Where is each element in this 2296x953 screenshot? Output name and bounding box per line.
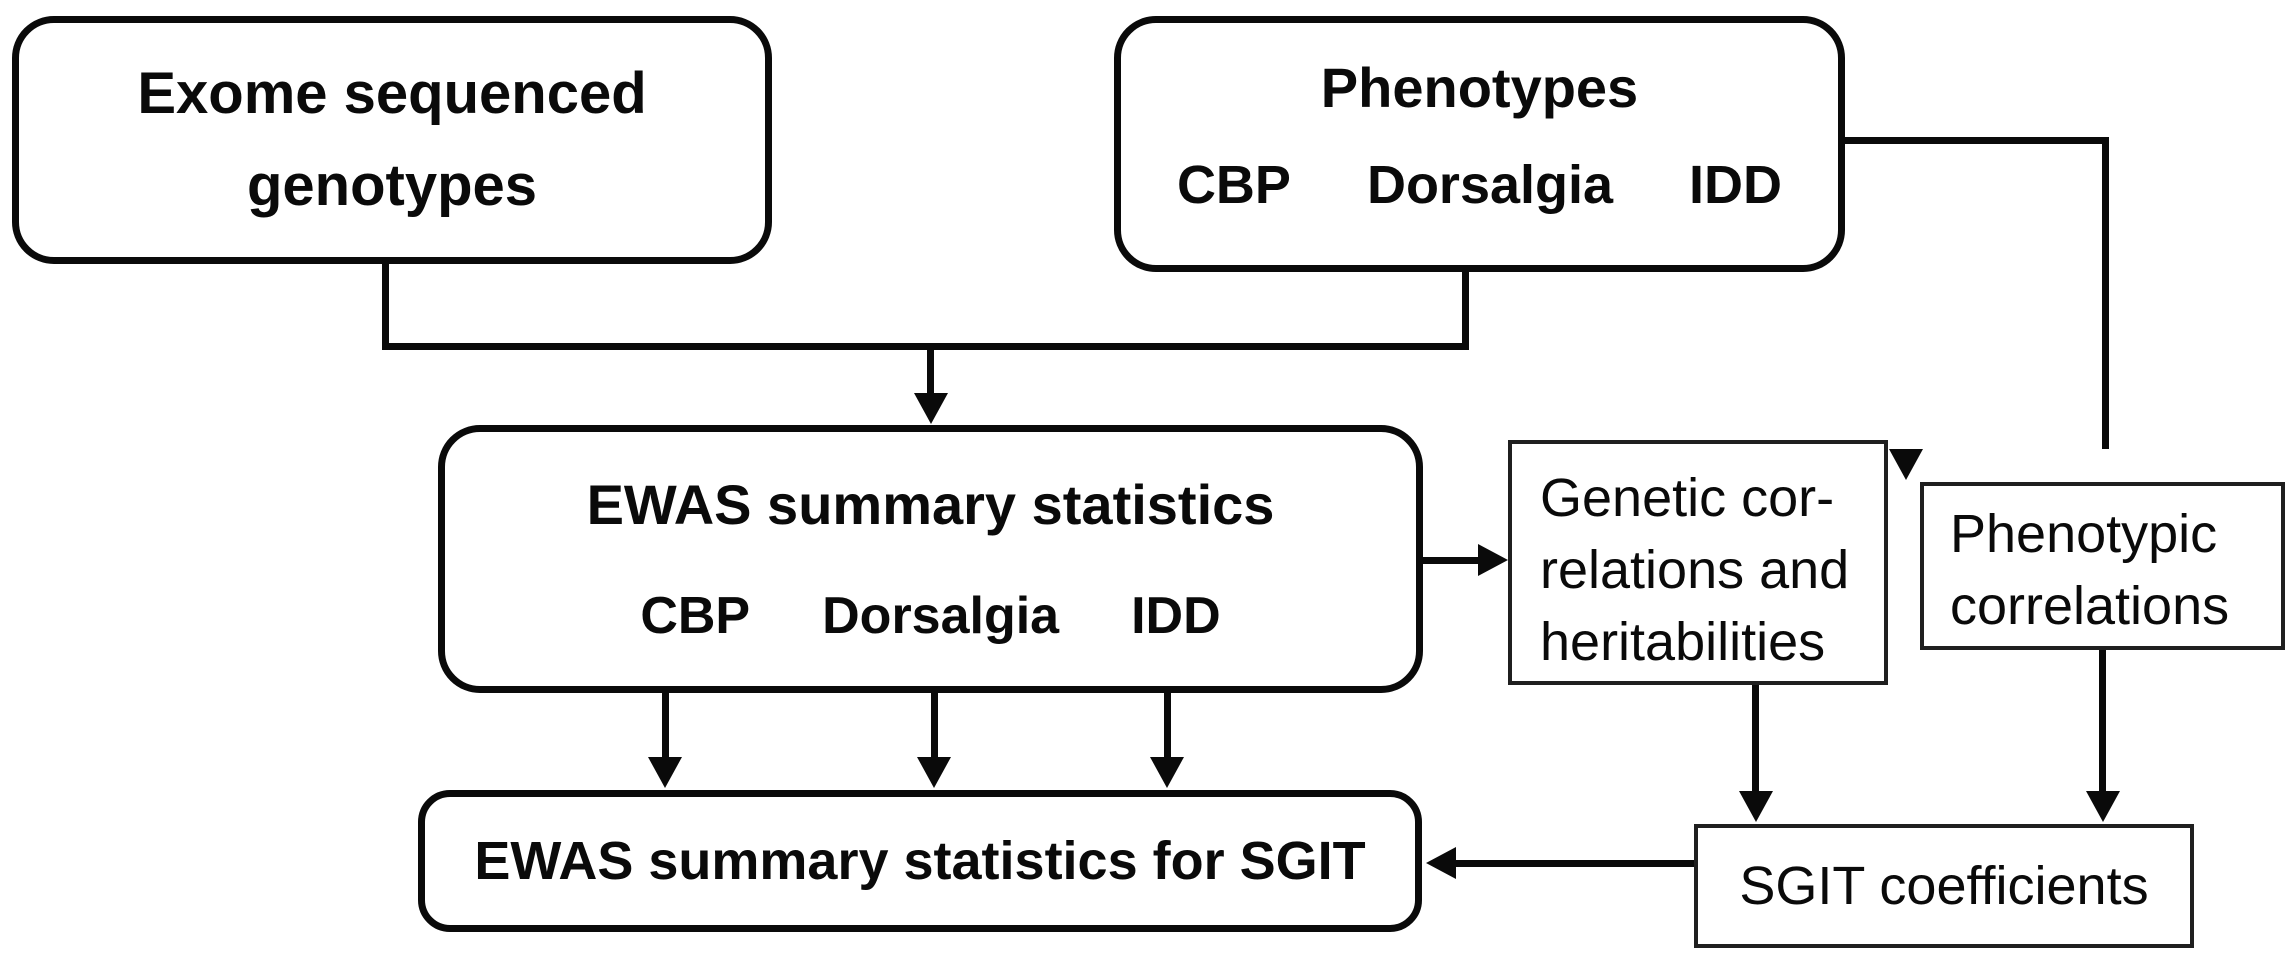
exome-genotypes-line1: Exome sequenced bbox=[137, 61, 647, 126]
ewas-sgit-label: EWAS summary statistics for SGIT bbox=[474, 831, 1366, 891]
connector-genetic-to-sgit-line bbox=[1752, 685, 1759, 793]
arrowhead-to-genetic-correlations bbox=[1478, 544, 1508, 576]
genetic-correlations-line1: Genetic cor- bbox=[1540, 468, 1835, 528]
connector-exome-down-line bbox=[382, 262, 389, 350]
arrowhead-merge-to-ewas bbox=[914, 393, 948, 424]
phenotypes-item-dorsalgia: Dorsalgia bbox=[1366, 155, 1614, 215]
arrowhead-to-phenotypic-correlations bbox=[1889, 449, 1923, 480]
phenotypes-item-idd: IDD bbox=[1689, 155, 1783, 215]
connector-phenotypes-down-line bbox=[1462, 270, 1469, 350]
genetic-correlations-line2: relations and bbox=[1540, 540, 1850, 600]
ewas-summary-title: EWAS summary statistics bbox=[586, 473, 1275, 536]
arrowhead-phenotypic-to-sgit bbox=[2086, 791, 2120, 822]
node-genetic-correlations: Genetic cor- relations and heritabilitie… bbox=[1508, 440, 1888, 685]
node-sgit-coefficients: SGIT coefficients bbox=[1694, 824, 2194, 948]
connector-ewas-cbp-down-line bbox=[662, 691, 669, 759]
arrowhead-sgit-to-ewas-sgit bbox=[1426, 847, 1456, 879]
node-exome-sequenced-genotypes: Exome sequenced genotypes bbox=[12, 16, 772, 264]
connector-ewas-dorsalgia-down-line bbox=[931, 691, 938, 759]
sgit-coefficients-label: SGIT coefficients bbox=[1739, 856, 2149, 916]
arrowhead-ewas-idd-down bbox=[1150, 757, 1184, 788]
ewas-summary-item-row: CBP Dorsalgia IDD bbox=[640, 586, 1220, 646]
arrowhead-ewas-cbp-down bbox=[648, 757, 682, 788]
ewas-item-dorsalgia: Dorsalgia bbox=[822, 587, 1060, 645]
node-ewas-summary-statistics: EWAS summary statistics CBP Dorsalgia ID… bbox=[438, 425, 1423, 693]
connector-sgit-to-ewas-sgit-line bbox=[1452, 860, 1694, 867]
phenotypes-title: Phenotypes bbox=[1320, 56, 1639, 119]
connector-phenotypic-to-sgit-line bbox=[2099, 650, 2106, 793]
phenotypic-correlations-line2: correlations bbox=[1950, 576, 2230, 636]
connector-merge-bar bbox=[382, 343, 1469, 350]
phenotypes-item-row: CBP Dorsalgia IDD bbox=[1177, 155, 1782, 215]
connector-ewas-to-genetic-line bbox=[1423, 557, 1480, 564]
genetic-correlations-line3: heritabilities bbox=[1540, 612, 1826, 672]
node-phenotypes: Phenotypes CBP Dorsalgia IDD bbox=[1114, 16, 1845, 272]
connector-phenotypes-right-bar bbox=[1845, 137, 2109, 144]
connector-merge-to-ewas-line bbox=[927, 350, 934, 396]
ewas-item-idd: IDD bbox=[1131, 587, 1221, 645]
exome-genotypes-line2: genotypes bbox=[246, 153, 538, 218]
connector-ewas-idd-down-line bbox=[1164, 691, 1171, 759]
phenotypic-correlations-line1: Phenotypic bbox=[1950, 504, 2218, 564]
phenotypes-item-cbp: CBP bbox=[1176, 155, 1291, 215]
ewas-item-cbp: CBP bbox=[640, 587, 751, 645]
node-ewas-summary-statistics-for-sgit: EWAS summary statistics for SGIT bbox=[418, 790, 1422, 932]
arrowhead-genetic-to-sgit bbox=[1739, 791, 1773, 822]
connector-phenotypes-elbow-down-line bbox=[2102, 137, 2109, 449]
arrowhead-ewas-dorsalgia-down bbox=[917, 757, 951, 788]
node-phenotypic-correlations: Phenotypic correlations bbox=[1920, 482, 2285, 650]
